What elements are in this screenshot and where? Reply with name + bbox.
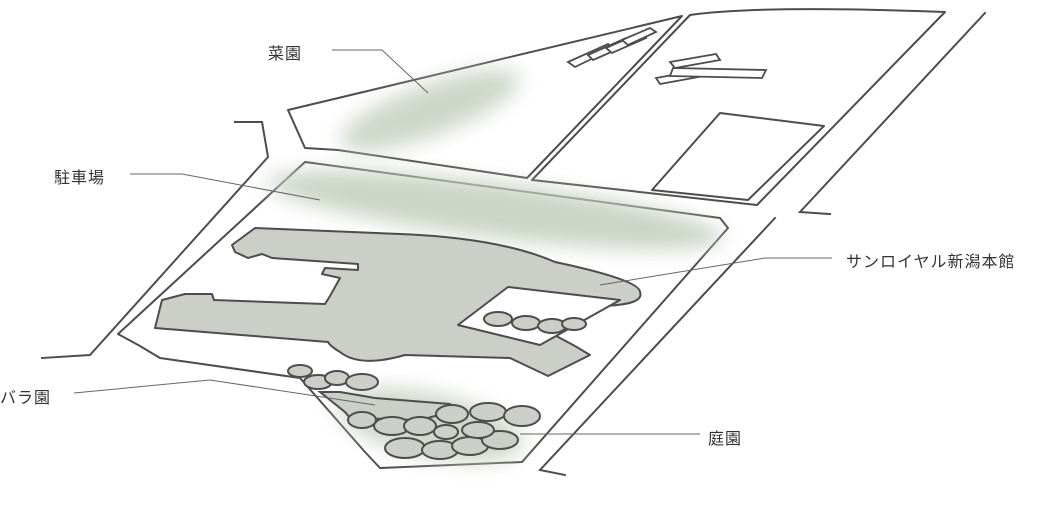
label-rose-garden: バラ園 [0, 388, 52, 407]
road-right [797, 11, 987, 216]
leader-vegetable-garden [332, 49, 429, 94]
label-vegetable-garden: 菜園 [268, 44, 303, 63]
garden-shapes [347, 402, 541, 460]
parking-highlight [266, 170, 724, 250]
leader-hotel [599, 257, 832, 286]
leader-rose-garden [73, 379, 376, 406]
field-plot [651, 112, 825, 201]
road-left [40, 121, 270, 360]
garden-structures [566, 26, 768, 85]
road-bottom [538, 216, 777, 477]
label-hotel: サンロイヤル新潟本館 [846, 252, 1016, 271]
label-garden: 庭園 [708, 429, 743, 448]
leader-parking [130, 173, 321, 201]
courtyard-pods [483, 311, 587, 334]
upper-right-block [531, 8, 946, 206]
vegetable-garden-highlight [340, 69, 520, 151]
hotel-courtyard [457, 286, 621, 346]
label-parking: 駐車場 [54, 168, 106, 187]
